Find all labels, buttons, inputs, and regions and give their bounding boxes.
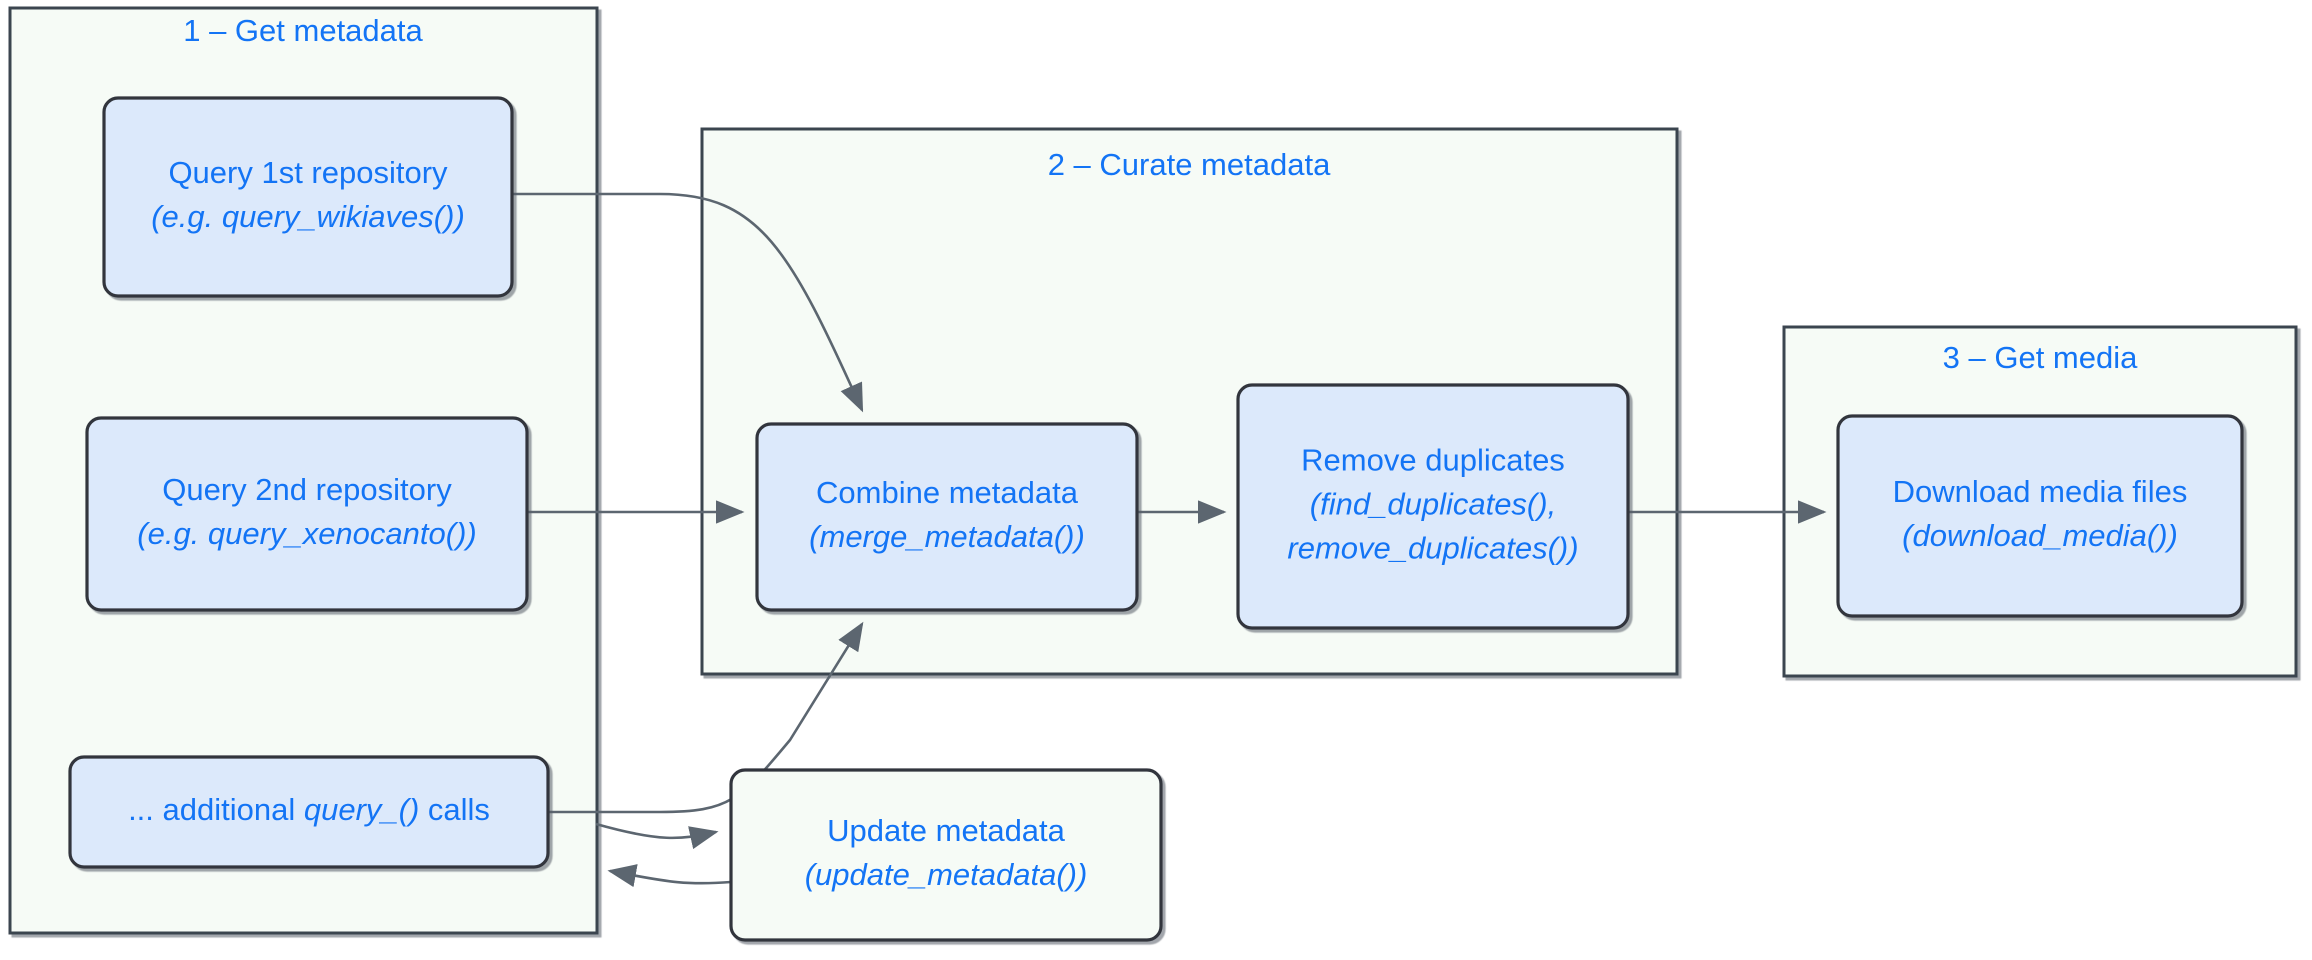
node-box[interactable] — [755, 422, 1139, 612]
node-label-line: Query 2nd repository — [162, 472, 452, 507]
node-download-media-files[interactable]: Download media files (download_media()) — [1836, 414, 2244, 618]
node-update-metadata[interactable]: Update metadata (update_metadata()) — [729, 768, 1163, 942]
node-label-line: (e.g. query_xenocanto()) — [137, 516, 476, 551]
node-box[interactable] — [1836, 414, 2244, 618]
connector-update-to-additional — [607, 864, 732, 888]
node-combine-metadata[interactable]: Combine metadata (merge_metadata()) — [755, 422, 1139, 612]
node-label-line: Download media files — [1893, 474, 2188, 509]
node-box[interactable] — [102, 96, 514, 298]
node-label-line: ... additional query_() calls — [128, 792, 490, 827]
node-query-1st-repository[interactable]: Query 1st repository (e.g. query_wikiaves… — [102, 96, 514, 298]
node-label-line: Remove duplicates — [1301, 443, 1565, 478]
stage-container-title: 2 – Curate metadata — [1048, 147, 1331, 182]
node-additional-query-calls[interactable]: ... additional query_() calls — [68, 755, 550, 869]
connector-additional-to-update — [595, 822, 719, 850]
node-label-line: Combine metadata — [816, 475, 1079, 510]
node-remove-duplicates[interactable]: Remove duplicates (find_duplicates(),remo… — [1236, 383, 1630, 630]
node-box[interactable] — [85, 416, 529, 612]
node-query-2nd-repository[interactable]: Query 2nd repository (e.g. query_xenocant… — [85, 416, 529, 612]
node-label-line: (download_media()) — [1902, 518, 2178, 553]
node-box[interactable] — [1236, 383, 1630, 630]
connector-query1-to-combine — [512, 192, 864, 413]
node-label-line: (e.g. query_wikiaves()) — [151, 199, 465, 234]
node-label-line: (find_duplicates(), — [1310, 487, 1556, 522]
node-box[interactable] — [68, 755, 550, 869]
node-label-line: Query 1st repository — [168, 155, 448, 190]
stage-container-title: 3 – Get media — [1943, 340, 2138, 375]
node-box[interactable] — [729, 768, 1163, 942]
stage-container-title: 1 – Get metadata — [183, 13, 423, 48]
node-label-line: (update_metadata()) — [805, 857, 1088, 892]
node-label-line: Update metadata — [827, 813, 1066, 848]
process-nodes: Query 1st repository (e.g. query_wikiaves… — [68, 96, 2244, 942]
node-label-line: remove_duplicates()) — [1287, 531, 1578, 566]
node-label-line: (merge_metadata()) — [809, 519, 1085, 554]
